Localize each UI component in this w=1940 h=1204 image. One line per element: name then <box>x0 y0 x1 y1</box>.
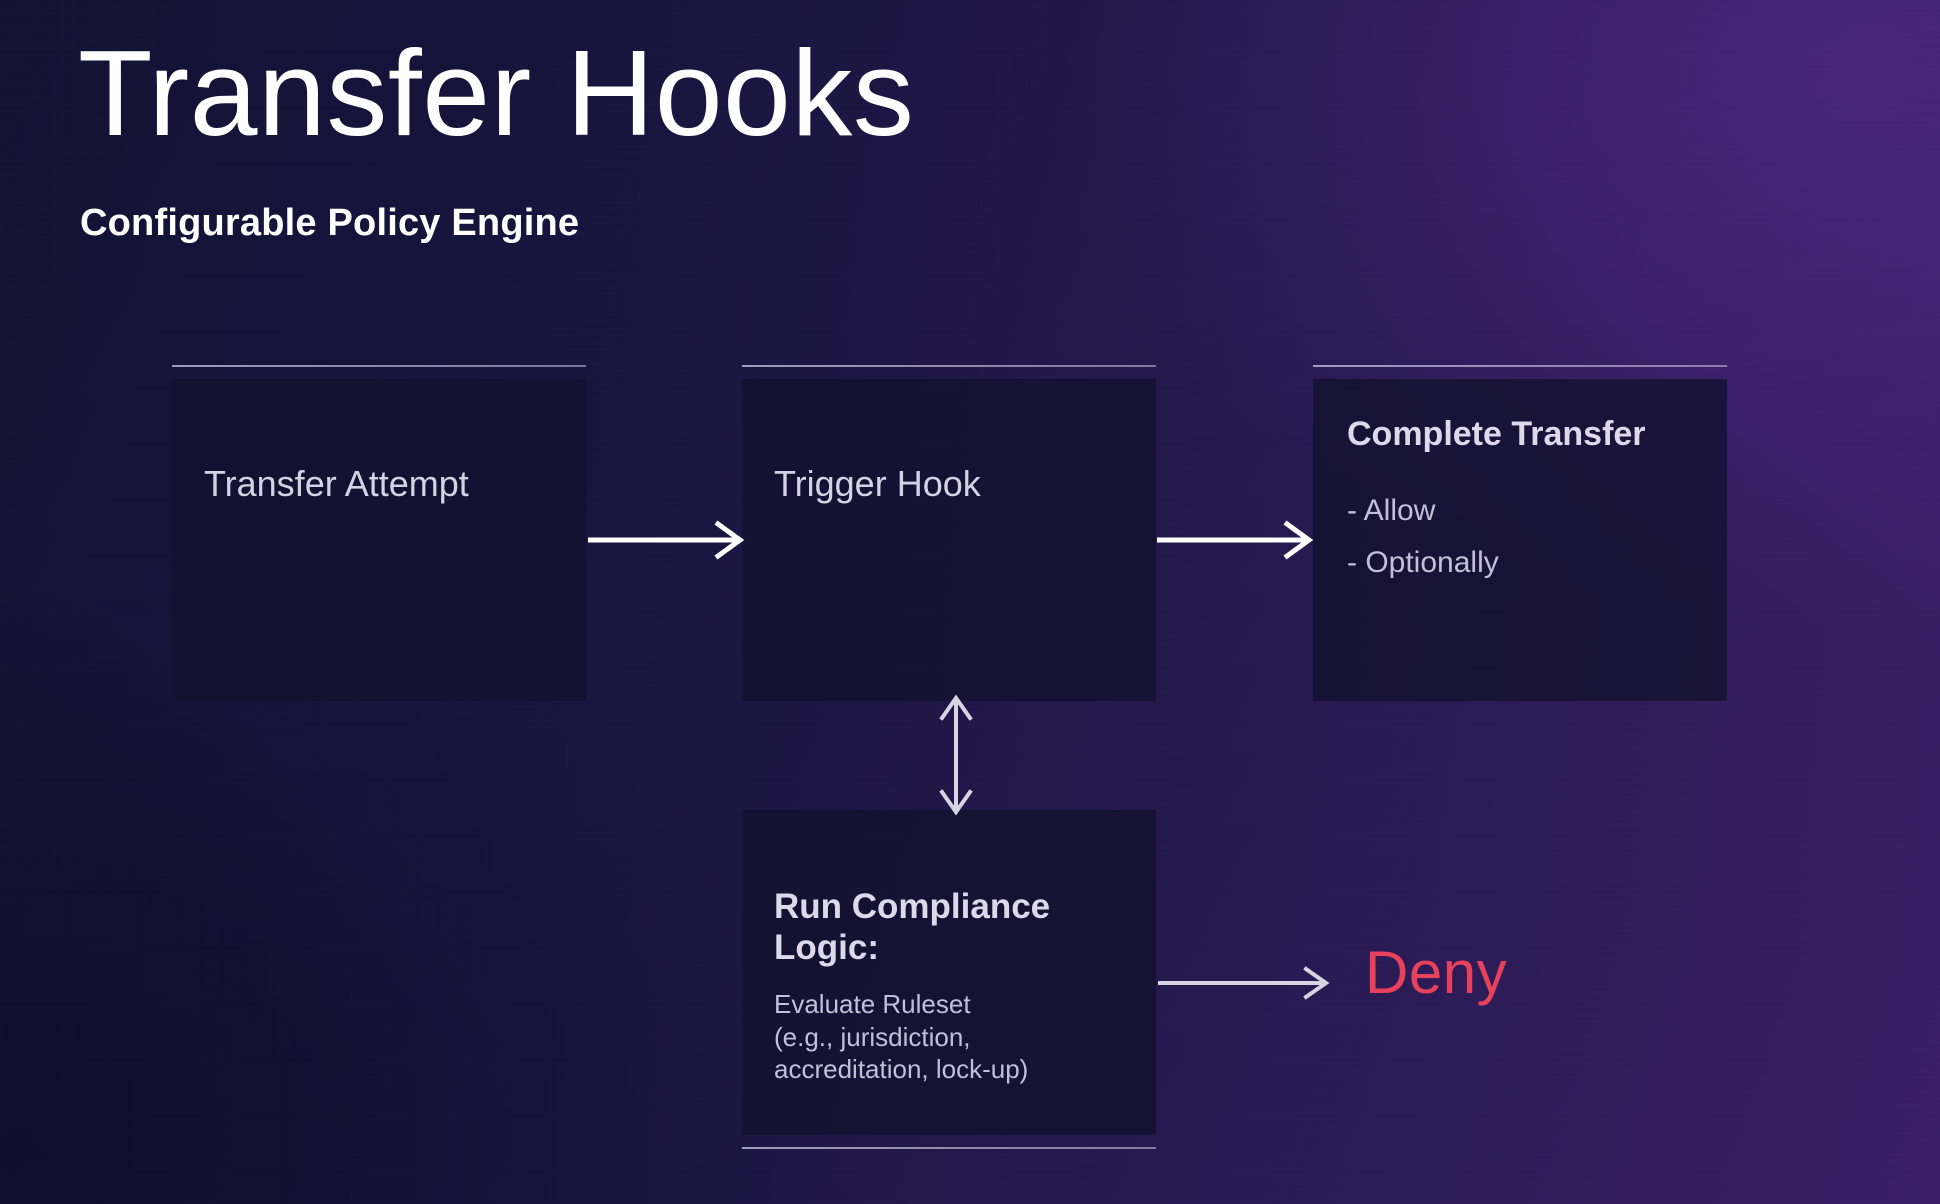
arrow-right-icon-compliance-to-deny <box>1158 966 1330 1000</box>
node-complete-transfer-bullets: - Allow - Optionally <box>1347 494 1499 580</box>
node-run-compliance-logic-body: Evaluate Ruleset (e.g., jurisdiction, ac… <box>774 989 1029 1084</box>
node-trigger-hook-title: Trigger Hook <box>774 463 981 504</box>
node-trigger-hook[interactable]: Trigger Hook <box>742 365 1156 701</box>
list-item: - Allow <box>1347 494 1436 527</box>
node-transfer-attempt-title: Transfer Attempt <box>204 463 469 504</box>
node-complete-transfer[interactable]: Complete Transfer - Allow - Optionally <box>1313 365 1727 701</box>
node-run-compliance-logic-title: Run Compliance Logic: <box>774 887 1051 968</box>
node-complete-transfer-title: Complete Transfer <box>1347 415 1646 453</box>
node-top-rule <box>172 365 586 367</box>
arrow-updown-icon-trigger-compliance <box>939 694 973 816</box>
page-title: Transfer Hooks <box>78 25 915 161</box>
page-subtitle: Configurable Policy Engine <box>80 202 580 244</box>
arrow-right-icon-trigger-to-complete <box>1157 520 1314 560</box>
node-bottom-rule <box>742 1147 1156 1149</box>
node-transfer-attempt[interactable]: Transfer Attempt <box>172 365 586 701</box>
node-top-rule <box>1313 365 1727 367</box>
node-top-rule <box>742 365 1156 367</box>
deny-label: Deny <box>1365 939 1508 1006</box>
arrow-right-icon-transfer-to-trigger <box>588 520 745 560</box>
node-run-compliance-logic[interactable]: Run Compliance Logic: Evaluate Ruleset (… <box>742 810 1156 1149</box>
list-item: - Optionally <box>1347 546 1499 579</box>
